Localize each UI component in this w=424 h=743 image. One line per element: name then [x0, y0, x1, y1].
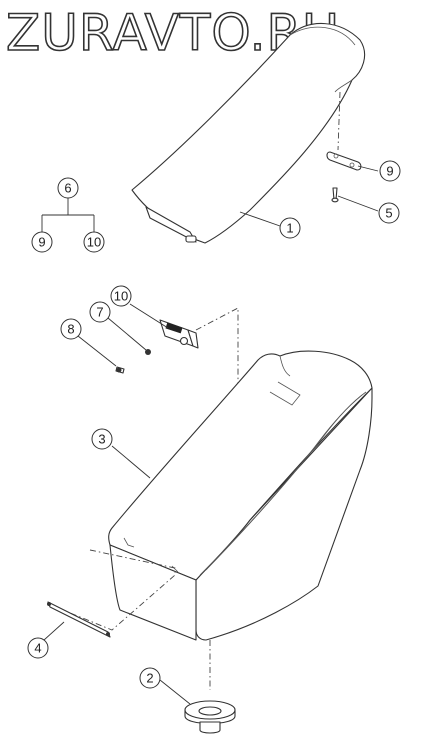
svg-text:9: 9 — [386, 164, 393, 179]
part-4-rod-panel — [47, 549, 176, 638]
callout-2: 2 — [139, 667, 161, 689]
svg-text:10: 10 — [114, 289, 128, 304]
callout-1: 1 — [279, 217, 301, 239]
svg-text:5: 5 — [385, 206, 392, 221]
svg-text:3: 3 — [98, 432, 105, 447]
svg-text:7: 7 — [96, 305, 103, 320]
part-9-bracket-upper — [326, 151, 362, 171]
part-2-foot — [184, 700, 236, 734]
callout-8: 8 — [60, 318, 82, 340]
svg-text:6: 6 — [64, 181, 71, 196]
part-8-screw — [115, 366, 125, 374]
svg-text:8: 8 — [67, 322, 74, 337]
callout-10-tree: 10 — [83, 231, 105, 253]
callout-6: 6 — [57, 177, 79, 199]
part-1-armrest-lid — [131, 23, 366, 244]
svg-text:2: 2 — [146, 671, 153, 686]
svg-text:4: 4 — [34, 641, 41, 656]
part-7-washer — [145, 349, 151, 355]
part-5-screw — [331, 187, 339, 203]
svg-text:1: 1 — [286, 221, 293, 236]
callout-3: 3 — [91, 428, 113, 450]
callout-7: 7 — [89, 301, 111, 323]
callout-9-tree: 9 — [31, 231, 53, 253]
hierarchy-tree — [41, 198, 95, 232]
svg-text:10: 10 — [87, 235, 101, 250]
callout-4: 4 — [27, 637, 49, 659]
callout-5: 5 — [378, 202, 400, 224]
part-10-latch-block — [159, 319, 199, 349]
callout-10-latch: 10 — [110, 285, 132, 307]
svg-text:9: 9 — [38, 235, 45, 250]
part-3-console-body — [108, 350, 373, 641]
callout-9-bracket: 9 — [379, 160, 401, 182]
